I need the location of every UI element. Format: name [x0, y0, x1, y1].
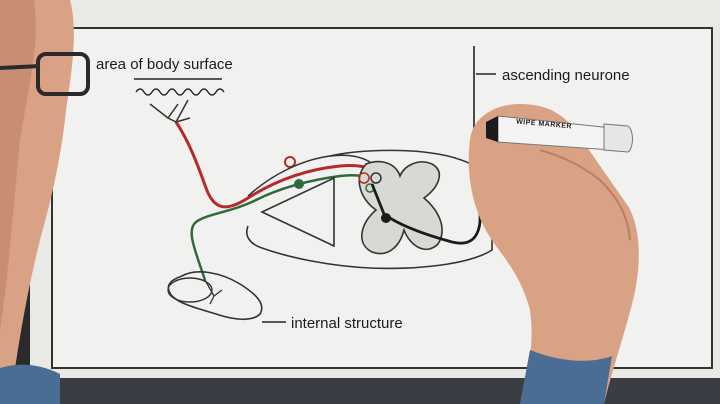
label-ascending-neurone: ascending neurone — [502, 67, 630, 84]
ventral-root-wedge — [260, 176, 335, 248]
knuckle-line — [539, 149, 631, 241]
presenter-hand — [468, 104, 639, 404]
internal-endings — [204, 279, 223, 305]
synapse-black — [370, 172, 382, 184]
dorsal-root-outline — [247, 154, 371, 197]
presenter-sleeve — [520, 350, 612, 404]
presenter-shirt — [0, 364, 60, 404]
glasses-frame — [36, 52, 90, 96]
glasses-arm — [0, 64, 41, 70]
presenter-face-shadow — [0, 0, 36, 330]
marker-tip — [486, 116, 498, 142]
label-internal-structure: internal structure — [291, 315, 403, 332]
ascending-neurone-path — [370, 176, 482, 245]
marker-cap — [603, 123, 633, 153]
grey-matter — [358, 160, 443, 255]
synapse-red — [358, 172, 370, 184]
skin-wave — [135, 88, 225, 96]
internal-structure-inner — [167, 277, 213, 303]
red-ganglion-cell — [284, 156, 296, 168]
green-ganglion-cell — [294, 179, 304, 189]
internal-structure — [167, 271, 263, 321]
table-edge — [0, 378, 720, 404]
ascending-neurone-cell — [381, 213, 391, 223]
green-neurone — [190, 173, 373, 281]
red-neurone — [174, 121, 379, 209]
label-area-of-body-surface: area of body surface — [96, 56, 233, 73]
spinal-cord-outline — [246, 149, 493, 270]
